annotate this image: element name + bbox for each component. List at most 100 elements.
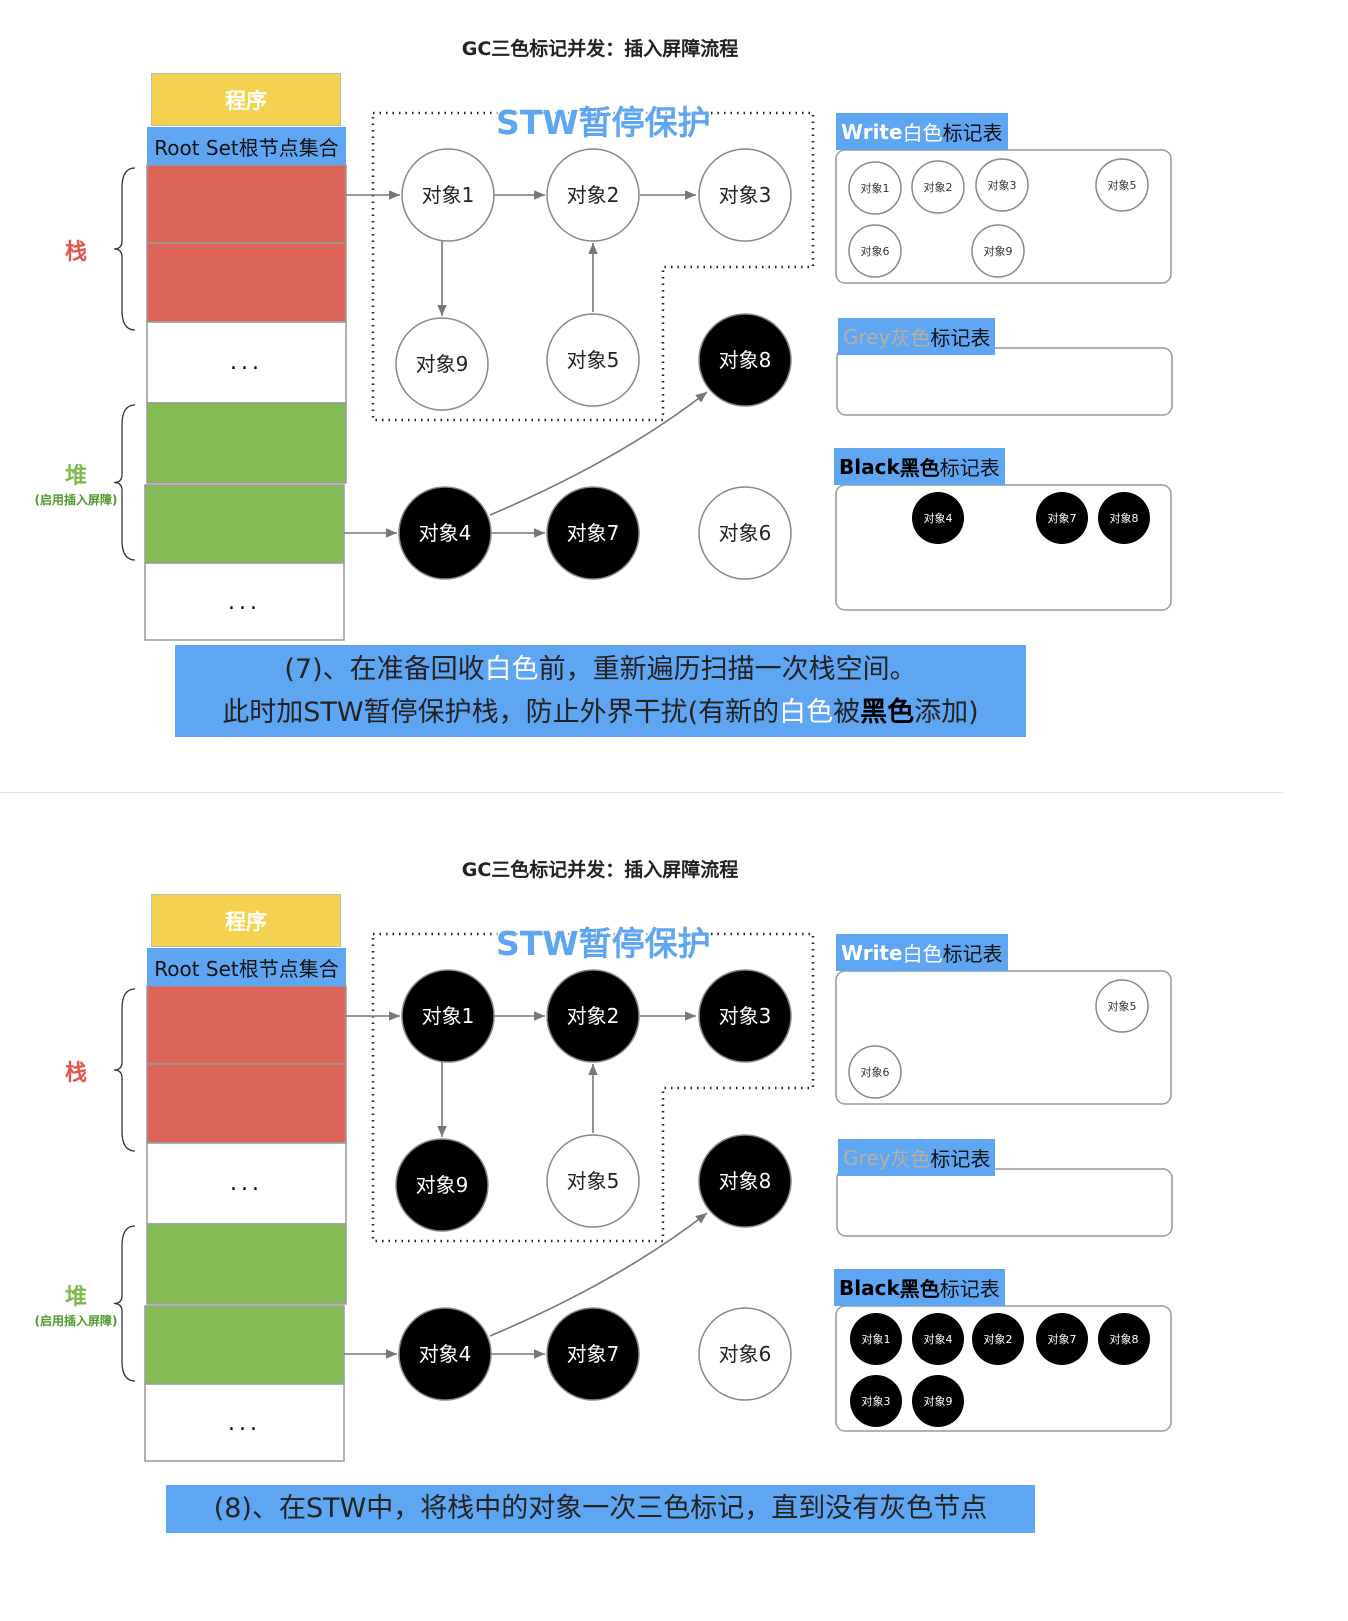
object-node-label: 对象6 (719, 1342, 772, 1366)
stack-ellipsis: ... (230, 350, 263, 375)
black-table-entry: 对象1 (850, 1313, 902, 1365)
white-table-box (835, 970, 1172, 1105)
grey-table-label-part: 灰色 (890, 1147, 931, 1171)
entry-label: 对象7 (1048, 1332, 1077, 1346)
caption-segment: (7)、在准备回收 (284, 654, 485, 685)
black-table-label-part: Black (839, 1275, 900, 1300)
grey-table-label-part: 标记表 (930, 326, 991, 350)
object-node-label: 对象5 (567, 348, 620, 372)
white-table-label-part: 白色 (902, 942, 943, 966)
brace (113, 988, 136, 1152)
object-node-7: 对象7 (546, 1307, 640, 1401)
heap-block (144, 484, 345, 564)
black-table-label-part: Black (839, 454, 900, 479)
entry-label: 对象2 (984, 1332, 1013, 1346)
caption-segment: 黑色 (860, 697, 915, 728)
white-table-entry: 对象2 (911, 160, 965, 214)
black-table-entry: 对象4 (912, 492, 964, 544)
caption-line: (8)、在STW中，将栈中的对象一次三色标记，直到没有灰色节点 (166, 1485, 1035, 1533)
stack-frame (146, 985, 347, 1065)
brace (113, 167, 136, 331)
stack-frame (146, 1063, 347, 1144)
entry-label: 对象1 (862, 1332, 891, 1346)
entry-label: 对象5 (1108, 999, 1137, 1013)
object-node-label: 对象4 (419, 521, 472, 545)
grey-table-label-part: 标记表 (930, 1147, 991, 1171)
black-table-entry: 对象4 (912, 1313, 964, 1365)
caption-segment: 被 (833, 697, 861, 728)
heap-ellipsis-block (144, 562, 345, 641)
object-node-label: 对象8 (719, 1169, 772, 1193)
white-table-entry: 对象9 (971, 224, 1025, 278)
entry-label: 对象6 (861, 1065, 890, 1079)
object-node-9: 对象9 (395, 317, 489, 411)
object-node-label: 对象9 (416, 352, 469, 376)
heap-ellipsis: ... (228, 590, 261, 615)
object-node-label: 对象1 (422, 1004, 475, 1028)
stack-ellipsis-block (146, 321, 347, 404)
object-node-6: 对象6 (698, 486, 792, 580)
white-table-entry: 对象6 (848, 224, 902, 278)
object-node-5: 对象5 (546, 313, 640, 407)
object-node-4: 对象4 (398, 486, 492, 580)
entry-label: 对象2 (924, 180, 953, 194)
entry-label: 对象1 (861, 181, 890, 195)
heap-block (144, 1305, 345, 1385)
caption-line: (7)、在准备回收白色前，重新遍历扫描一次栈空间。 (175, 648, 1026, 691)
object-node-label: 对象2 (567, 183, 620, 207)
grey-table-box (836, 347, 1173, 416)
caption-segment: 前，重新遍历扫描一次栈空间。 (538, 654, 917, 685)
object-node-label: 对象4 (419, 1342, 472, 1366)
black-table-label-part: 标记表 (939, 1277, 1000, 1301)
white-table-entry: 对象5 (1095, 158, 1149, 212)
grey-table-label: Grey 灰色标记表 (838, 1139, 996, 1176)
object-node-7: 对象7 (546, 486, 640, 580)
object-node-3: 对象3 (698, 969, 792, 1063)
grey-table-label-part: 灰色 (890, 326, 931, 350)
white-table-entry: 对象3 (975, 158, 1029, 212)
heap-label: 堆 (64, 464, 87, 489)
white-table-entry: 对象6 (848, 1045, 902, 1099)
stack-ellipsis: ... (230, 1171, 263, 1196)
black-table-entry: 对象8 (1098, 1313, 1150, 1365)
black-table-entry: 对象3 (850, 1375, 902, 1427)
heap-block (146, 402, 347, 484)
diagram-title: GC三色标记并发：插入屏障流程 (461, 38, 739, 60)
caption-segment: 白色 (484, 654, 539, 685)
black-table-entry: 对象7 (1036, 1313, 1088, 1365)
black-table-label-part: 黑色 (899, 1277, 940, 1301)
object-node-2: 对象2 (546, 148, 640, 242)
white-table-label-part: 标记表 (942, 942, 1003, 966)
caption: (7)、在准备回收白色前，重新遍历扫描一次栈空间。此时加STW暂停保护栈，防止外… (175, 645, 1026, 737)
object-node-label: 对象6 (719, 521, 772, 545)
caption-segment: 此时加STW暂停保护栈，防止外界干扰(有新的 (222, 697, 780, 728)
root-set-block: Root Set根节点集合 (147, 948, 346, 986)
object-node-2: 对象2 (546, 969, 640, 1063)
entry-label: 对象9 (924, 1394, 953, 1408)
heap-ellipsis-block (144, 1383, 345, 1462)
panel-separator (0, 792, 1283, 793)
object-node-8: 对象8 (698, 1134, 792, 1228)
object-node-9: 对象9 (395, 1138, 489, 1232)
black-table-label-part: 标记表 (939, 456, 1000, 480)
stw-label: STW暂停保护 (496, 96, 711, 144)
white-table-label-part: 白色 (902, 121, 943, 145)
black-table-entry: 对象7 (1036, 492, 1088, 544)
object-node-1: 对象1 (401, 969, 495, 1063)
entry-label: 对象4 (924, 511, 953, 525)
entry-label: 对象5 (1108, 178, 1137, 192)
heap-block (146, 1223, 347, 1305)
object-node-8: 对象8 (698, 313, 792, 407)
object-node-label: 对象1 (422, 183, 475, 207)
entry-label: 对象8 (1110, 1332, 1139, 1346)
brace (113, 1225, 136, 1382)
object-node-4: 对象4 (398, 1307, 492, 1401)
white-table-label: Write 白色标记表 (836, 113, 1008, 150)
black-table-label: Black 黑色标记表 (834, 448, 1005, 485)
white-table-label-part: 标记表 (942, 121, 1003, 145)
caption-line: 此时加STW暂停保护栈，防止外界干扰(有新的白色被黑色添加) (175, 691, 1026, 734)
stack-label: 栈 (64, 240, 87, 265)
object-node-1: 对象1 (401, 148, 495, 242)
object-node-label: 对象3 (719, 1004, 772, 1028)
